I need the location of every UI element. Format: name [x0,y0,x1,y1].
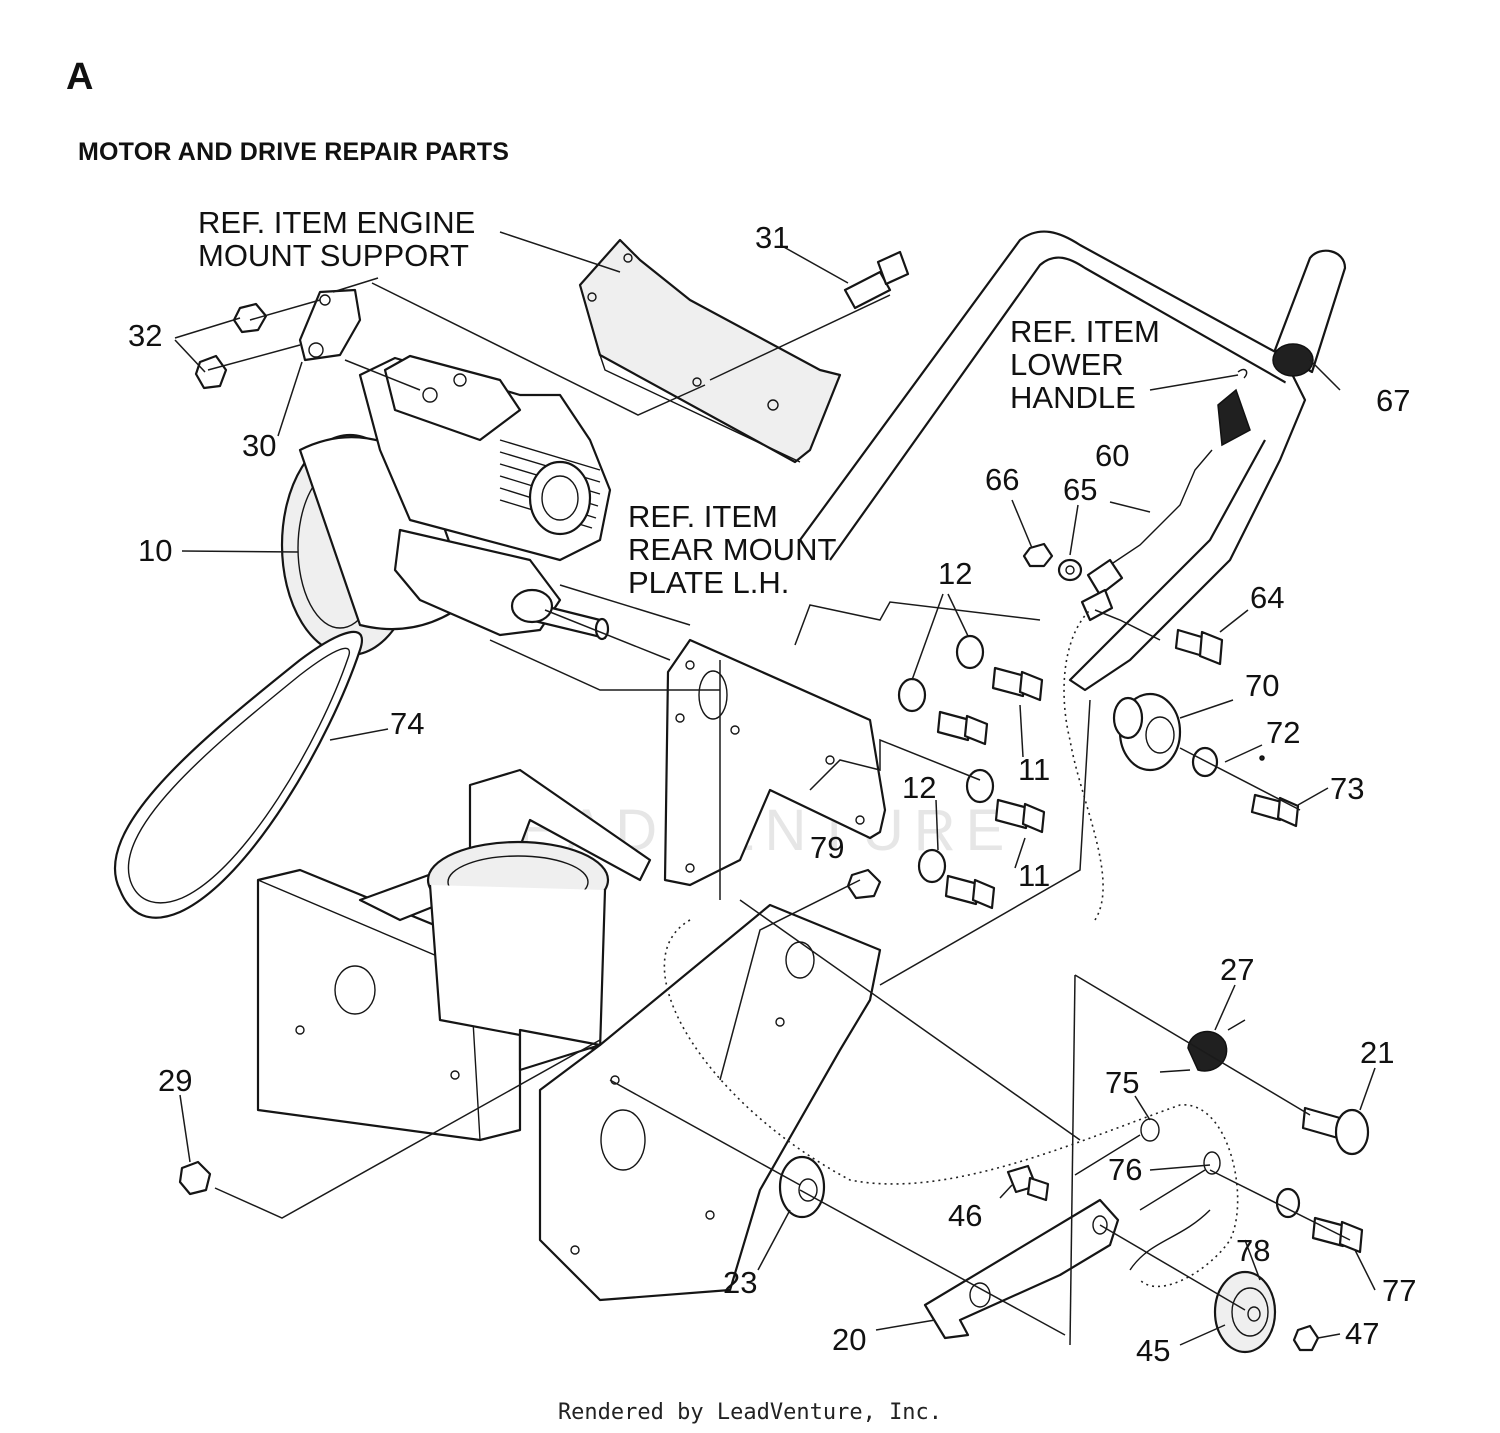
callout-32: 32 [128,318,163,353]
mount-tab-30 [298,288,362,362]
bolt-64 [1174,628,1224,666]
callout-21: 21 [1360,1035,1395,1070]
fasteners-66-65 [1022,542,1083,582]
pulley-23 [778,1155,826,1219]
callout-29: 29 [158,1063,193,1098]
spring-60 [1080,368,1251,622]
pulley-70 [1112,692,1182,772]
chassis-frame [256,768,882,1302]
nut-29 [178,1160,212,1196]
callout-30: 30 [242,428,277,463]
callout-46: 46 [948,1198,983,1233]
ref-line: REF. ITEM [1010,314,1160,349]
footer-credit: Rendered by LeadVenture, Inc. [557,1400,943,1425]
callout-47: 47 [1345,1316,1380,1351]
callout-11-upper: 11 [1018,752,1051,787]
ref-line: REF. ITEM ENGINE [198,205,476,240]
ref-line: HANDLE [1010,380,1136,415]
bolt-46 [1006,1164,1050,1202]
callout-31: 31 [755,220,790,255]
nuts-32 [194,302,268,390]
spring-27 [1159,1019,1246,1073]
engine-mount-bracket [578,238,842,464]
callout-27: 27 [1220,952,1255,987]
ref-line: PLATE L.H. [628,565,790,600]
nut-47 [1292,1324,1320,1352]
ref-line: REF. ITEM [628,499,778,534]
bolt-21 [1301,1106,1370,1156]
callout-65: 65 [1063,472,1098,507]
callout-11-lower: 11 [1018,858,1051,893]
callout-79: 79 [810,830,845,865]
callout-70: 70 [1245,668,1280,703]
callout-72: 72 [1266,715,1301,750]
ref-line: MOUNT SUPPORT [198,238,469,273]
callout-78: 78 [1236,1233,1271,1268]
section-letter: A [66,56,94,98]
callout-45: 45 [1136,1333,1171,1368]
washer-72-bolt-73 [1191,746,1300,828]
ref-rear-mount-plate: REF. ITEM REAR MOUNT PLATE L.H. [628,500,836,599]
callout-12-upper: 12 [938,556,973,591]
callout-75: 75 [1105,1065,1140,1100]
callout-76: 76 [1108,1152,1143,1187]
handle-grip-67 [1272,249,1347,377]
drive-belt [113,630,363,919]
lower-handle [799,230,1307,692]
bolt-31 [843,250,910,310]
ref-lower-handle: REF. ITEM LOWER HANDLE [1010,315,1160,414]
callout-12-lower: 12 [902,770,937,805]
engine-assembly [280,354,612,657]
callout-10: 10 [138,533,173,568]
ref-line: LOWER [1010,347,1124,382]
page-title: MOTOR AND DRIVE REPAIR PARTS [78,138,510,166]
callout-67: 67 [1376,383,1411,418]
idler-arm-20 [923,1198,1120,1340]
spring-75-76 [1074,1118,1221,1271]
callout-60: 60 [1095,438,1130,473]
washer-78-bolt-77 [1275,1187,1364,1254]
callout-64: 64 [1250,580,1285,615]
callout-23: 23 [723,1265,758,1300]
pulley-45 [1213,1270,1277,1354]
ref-line: REAR MOUNT [628,532,837,567]
callout-20: 20 [832,1322,867,1357]
callout-74: 74 [390,706,425,741]
callout-73: 73 [1330,771,1365,806]
callout-66: 66 [985,462,1020,497]
callout-77: 77 [1382,1273,1417,1308]
ref-engine-mount-support: REF. ITEM ENGINE MOUNT SUPPORT [198,206,475,272]
leader-lines [174,231,1376,1346]
